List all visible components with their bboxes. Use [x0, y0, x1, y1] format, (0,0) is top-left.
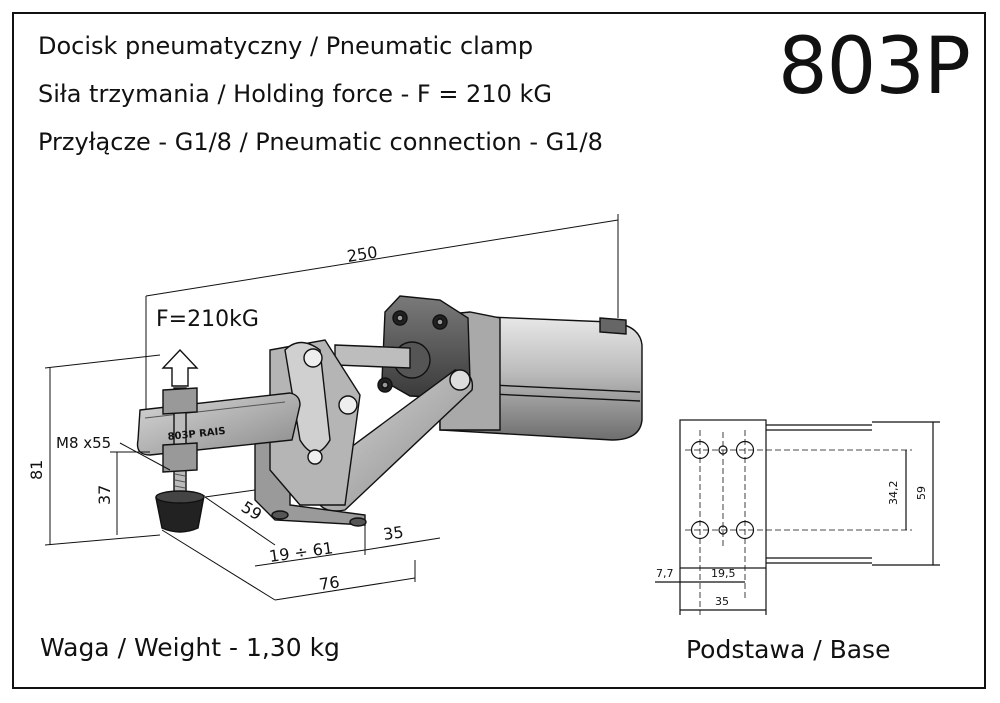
clamp-illustration — [136, 295, 643, 533]
dim-spindle-height: 37 — [95, 485, 114, 505]
dim-35: 35 — [382, 522, 405, 544]
base-dim-width: 35 — [715, 595, 729, 608]
base-view-title: Podstawa / Base — [686, 635, 891, 664]
dim-height: 81 — [27, 460, 46, 480]
dim-76: 76 — [318, 572, 341, 594]
base-dim-inner-spacing: 34,2 — [887, 481, 900, 506]
base-dim-overall-height: 59 — [915, 486, 928, 500]
base-plate-view — [655, 419, 940, 615]
piston-rod — [334, 344, 411, 369]
model-number: 803P — [778, 22, 971, 112]
title-line-connection: Przyłącze - G1/8 / Pneumatic connection … — [38, 128, 603, 156]
force-arrow — [161, 348, 199, 387]
dim-length: 250 — [346, 242, 379, 266]
cylinder-flange — [377, 295, 471, 399]
force-label: F=210kG — [156, 307, 259, 332]
weight-label: Waga / Weight - 1,30 kg — [40, 633, 340, 662]
base-dim-hole-spacing: 19,5 — [711, 567, 736, 580]
handle-link — [284, 341, 331, 454]
title-line-holding-force: Siła trzymania / Holding force - F = 210… — [38, 80, 552, 108]
dim-spindle-thread: M8 x55 — [56, 434, 111, 452]
dimension-lines — [44, 214, 619, 601]
dim-stroke-range: 19 ÷ 61 — [268, 538, 334, 566]
clamp-spindle — [155, 387, 205, 533]
title-line-description: Docisk pneumatyczny / Pneumatic clamp — [38, 32, 534, 60]
drawing-sheet — [12, 12, 986, 689]
base-dim-edge-offset: 7,7 — [656, 567, 674, 580]
